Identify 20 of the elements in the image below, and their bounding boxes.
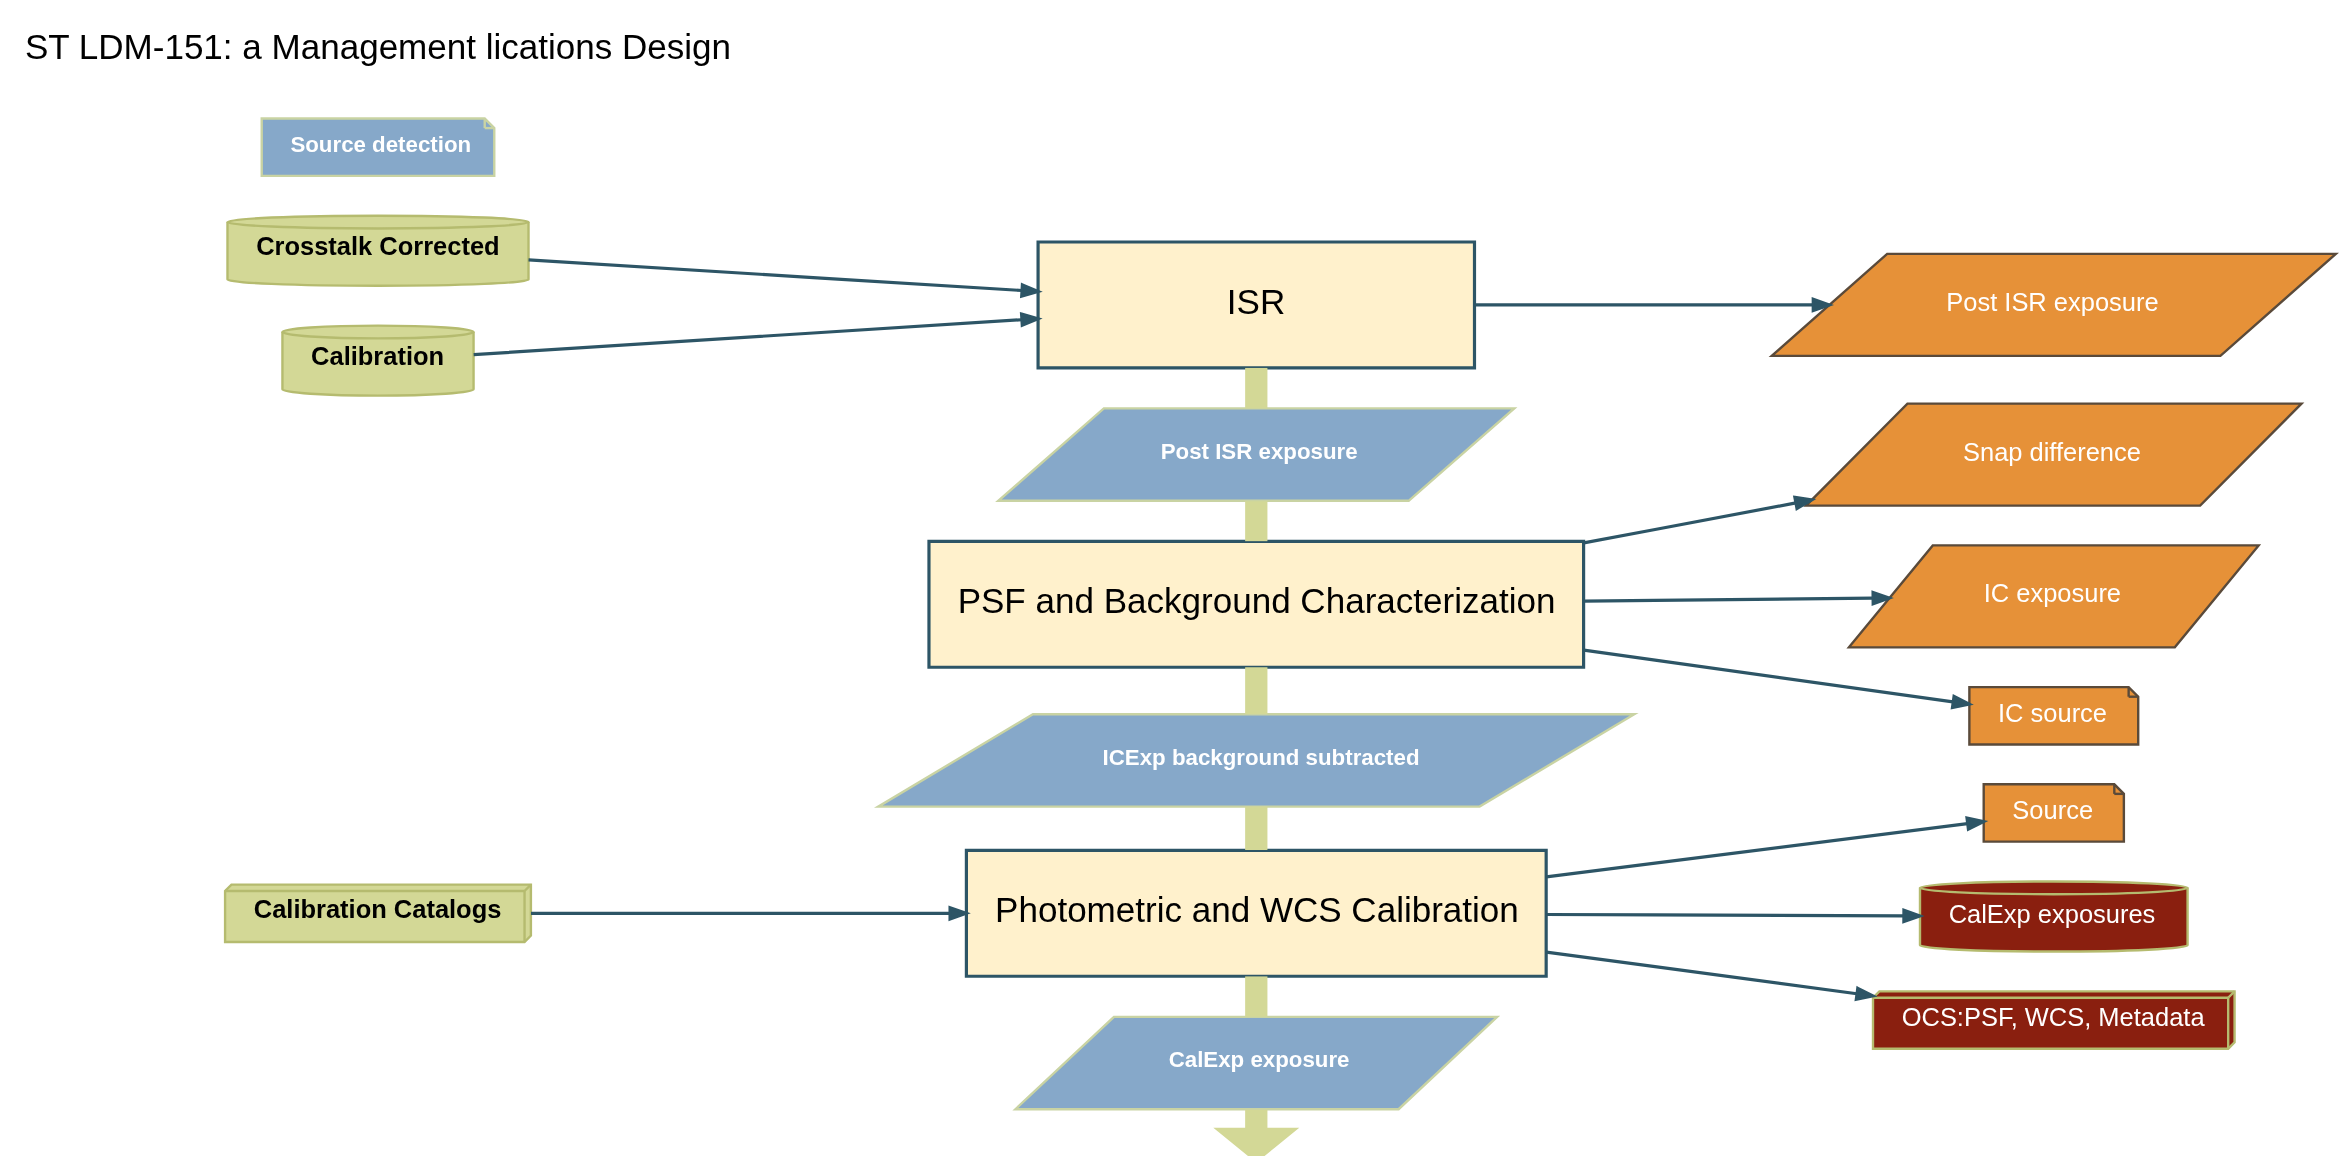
- connector: [1245, 976, 1268, 1017]
- connector: [1245, 667, 1268, 715]
- node-box: PSF and Background Characterization: [927, 539, 1586, 669]
- arrow: [1583, 495, 1817, 545]
- label: ST LDM-151: a Management lications Design: [24, 26, 732, 66]
- arrow: [1213, 1109, 1300, 1156]
- arrow: [531, 905, 971, 922]
- arrow: [1474, 297, 1834, 313]
- connector: [1245, 501, 1268, 542]
- arrow: [473, 312, 1043, 357]
- arrow: [1546, 816, 1989, 879]
- arrow: [1583, 590, 1894, 606]
- connector: [1245, 367, 1268, 409]
- arrow: [1546, 908, 1925, 924]
- node-box: ISR: [1036, 240, 1477, 370]
- arrow: [528, 258, 1043, 299]
- node-box: Photometric and WCS Calibration: [964, 848, 1548, 978]
- arrow: [1583, 648, 1974, 710]
- arrow: [1546, 950, 1878, 1002]
- connector: [1245, 806, 1268, 850]
